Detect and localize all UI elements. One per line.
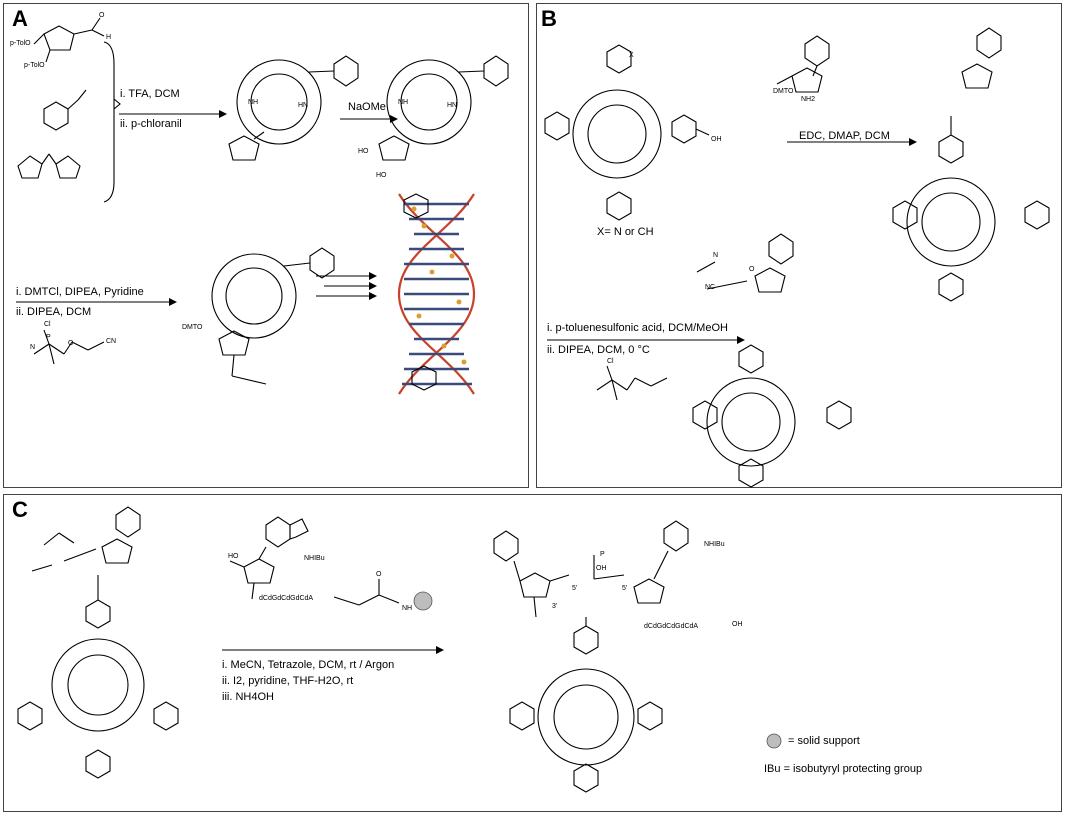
atom-label: N: [30, 344, 36, 351]
amino-thymidine-structure: [776, 35, 830, 93]
atom-label: OH: [711, 136, 722, 143]
atom-label: O: [99, 12, 105, 19]
legend-ibu: IBu = isobutyryl protecting group: [764, 763, 923, 775]
cond-c-step2: ii. I2, pyridine, THF-H2O, rt: [222, 675, 354, 687]
porphyrin-2-structure: [378, 55, 509, 161]
atom-label: p-TolO: [24, 62, 45, 69]
panel-b-drawing: [544, 27, 1050, 488]
atom-label: NHIBu: [304, 555, 325, 562]
atom-label: p-TolO: [10, 40, 31, 47]
panel-b: B: [536, 3, 1062, 488]
legend-sphere: [766, 733, 782, 749]
cond-a2: NaOMe: [348, 101, 386, 113]
legend-support: = solid support: [788, 735, 860, 747]
porphyrin-3-structure: [211, 247, 335, 385]
atom-label: HO: [358, 148, 369, 155]
panel-a-drawing: [16, 17, 509, 395]
atom-label: NH2: [801, 96, 816, 103]
porphyrin-1-structure: [228, 55, 359, 161]
cond-b1: EDC, DMAP, DCM: [799, 130, 890, 142]
atom-label: DMTO: [773, 88, 794, 95]
cond-a3-step2: ii. DIPEA, DCM: [16, 306, 92, 318]
sugar-aldehyde-structure: [33, 17, 105, 63]
dna-duplex-illustration: [397, 193, 476, 395]
panel-c-label: C: [12, 497, 28, 522]
solid-support-sphere: [413, 591, 433, 611]
atom-label: HO: [228, 553, 239, 560]
atom-label: O: [376, 571, 382, 578]
dipyrromethane-structure: [17, 153, 81, 179]
panel-a: A: [3, 3, 529, 488]
atom-label: OH: [732, 621, 743, 628]
guanosine-support-structure: [229, 516, 400, 606]
panel-b-label: B: [541, 6, 557, 31]
atom-label: 5': [572, 585, 578, 592]
porphyrin-amide-structure: [892, 27, 1050, 302]
atom-label: O: [749, 266, 755, 273]
cond-c-step1: i. MeCN, Tetrazole, DCM, rt / Argon: [222, 659, 395, 671]
atom-label: NH: [248, 99, 259, 106]
cond-a1-step1: i. TFA, DCM: [120, 88, 180, 100]
atom-label: HN: [298, 102, 309, 109]
panel-a-label: A: [12, 6, 28, 31]
atom-label: N: [713, 252, 719, 259]
atom-label: CN: [106, 338, 117, 345]
phosphoramidite-reagent-b-structure: [596, 365, 668, 401]
cond-b2-step1: i. p-toluenesulfonic acid, DCM/MeOH: [547, 322, 728, 334]
atom-label: Cl: [44, 321, 51, 328]
porphyrin-phosphoramidite-structure: [692, 233, 852, 488]
atom-label: HN: [447, 102, 458, 109]
cond-c-step3: iii. NH4OH: [222, 691, 274, 703]
cond-a3-step1: i. DMTCl, DIPEA, Pyridine: [16, 286, 144, 298]
panel-c-drawing: [17, 506, 782, 793]
dinucleotide-product-structure: [493, 520, 689, 793]
atom-label: NH: [398, 99, 409, 106]
atom-label: NH: [402, 605, 413, 612]
x-definition: X= N or CH: [597, 226, 654, 238]
cond-b2-step2: ii. DIPEA, DCM, 0 °C: [547, 344, 650, 356]
atom-label: 3': [552, 603, 558, 610]
atom-label: NC: [705, 284, 716, 291]
cond-a1-step2: ii. p-chloranil: [120, 118, 182, 130]
atom-label: P: [46, 334, 51, 341]
atom-label: H: [106, 34, 112, 41]
atom-label: DMTO: [182, 324, 203, 331]
porphyrin-acid-structure: [544, 44, 710, 221]
atom-label: dCdGdCdGdCdA: [259, 595, 314, 602]
panel-c: C: [3, 494, 1062, 812]
atom-label: O: [68, 340, 74, 347]
phosphoramidite-reagent-structure: [33, 329, 105, 365]
atom-label: 5': [622, 585, 628, 592]
atom-label: Cl: [607, 358, 614, 365]
atom-label: OH: [596, 565, 607, 572]
atom-label: HO: [376, 172, 387, 179]
atom-label: dCdGdCdGdCdA: [644, 623, 699, 630]
benzaldehyde-structure: [43, 89, 87, 131]
atom-label: X: [629, 52, 634, 59]
atom-label: P: [600, 551, 605, 558]
porphyrin-phosphoramidite-c-structure: [17, 506, 179, 779]
atom-label: NHIBu: [704, 541, 725, 548]
